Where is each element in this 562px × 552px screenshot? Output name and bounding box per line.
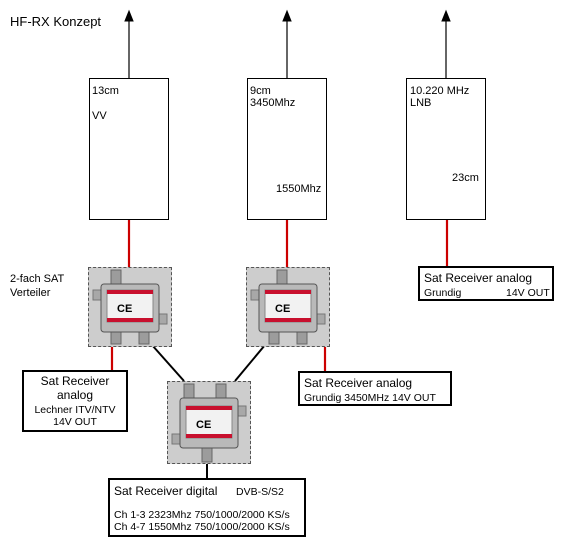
splitter-photo-2: CE bbox=[246, 267, 330, 347]
receiver-middle-subtitle: Grundig 3450MHz 14V OUT bbox=[304, 392, 436, 404]
receiver-box-left: Sat Receiver analog Lechner ITV/NTV 14V … bbox=[22, 370, 128, 432]
receiver-digital-standard: DVB-S/S2 bbox=[236, 486, 284, 498]
converter-3-label-2: LNB bbox=[410, 97, 432, 109]
splitter-label-line-1: 2-fach SAT bbox=[10, 273, 65, 285]
receiver-middle-title: Sat Receiver analog bbox=[304, 376, 413, 390]
antenna-arrow-1 bbox=[124, 9, 134, 78]
splitter-photo-1: CE bbox=[88, 267, 172, 347]
converter-3-label-1: 10.220 MHz bbox=[410, 85, 470, 97]
splitter-device-drawing: CE bbox=[89, 268, 171, 346]
splitter-device-drawing: CE bbox=[168, 382, 250, 463]
receiver-right-title: Sat Receiver analog bbox=[424, 271, 533, 285]
converter-2-label-2: 3450Mhz bbox=[250, 97, 296, 109]
receiver-digital-row-2: Ch 4-7 1550Mhz 750/1000/2000 KS/s bbox=[114, 521, 290, 533]
converter-3-bottom-label: 23cm bbox=[452, 172, 479, 184]
receiver-left-line-1: Sat Receiver bbox=[40, 374, 110, 388]
converter-box-9cm: 9cm 3450Mhz 1550Mhz bbox=[247, 78, 327, 220]
receiver-box-right: Sat Receiver analog Grundig 14V OUT bbox=[418, 266, 554, 301]
receiver-box-digital: Sat Receiver digital DVB-S/S2 Ch 1-3 232… bbox=[108, 478, 306, 537]
splitter-device-drawing: CE bbox=[247, 268, 329, 346]
receiver-left-line-4: 14V OUT bbox=[53, 416, 97, 428]
cable-splitter2-to-splitter3 bbox=[234, 344, 266, 382]
antenna-arrow-2 bbox=[282, 9, 292, 78]
receiver-right-subtitle-right: 14V OUT bbox=[506, 287, 550, 299]
converter-2-bottom-label: 1550Mhz bbox=[276, 183, 322, 195]
receiver-right-subtitle-left: Grundig bbox=[424, 287, 462, 299]
converter-box-lnb: 10.220 MHz LNB 23cm bbox=[406, 78, 486, 220]
receiver-left-line-3: Lechner ITV/NTV bbox=[34, 404, 116, 416]
ce-mark: CE bbox=[275, 303, 290, 315]
antenna-arrow-3 bbox=[441, 9, 451, 78]
converter-1-label-2: VV bbox=[92, 110, 107, 122]
receiver-digital-title: Sat Receiver digital bbox=[114, 484, 218, 498]
receiver-left-line-2: analog bbox=[56, 388, 94, 402]
splitter-photo-3: CE bbox=[167, 381, 251, 464]
cable-splitter1-to-splitter3 bbox=[151, 344, 185, 382]
diagram-title: HF-RX Konzept bbox=[10, 14, 102, 29]
converter-1-label-1: 13cm bbox=[92, 85, 119, 97]
receiver-box-middle: Sat Receiver analog Grundig 3450MHz 14V … bbox=[298, 371, 452, 406]
ce-mark: CE bbox=[117, 303, 132, 315]
splitter-label-line-2: Verteiler bbox=[10, 287, 51, 299]
receiver-digital-row-1: Ch 1-3 2323Mhz 750/1000/2000 KS/s bbox=[114, 509, 290, 521]
ce-mark: CE bbox=[196, 419, 211, 431]
converter-2-label-1: 9cm bbox=[250, 85, 271, 97]
converter-box-13cm: 13cm VV bbox=[89, 78, 169, 220]
